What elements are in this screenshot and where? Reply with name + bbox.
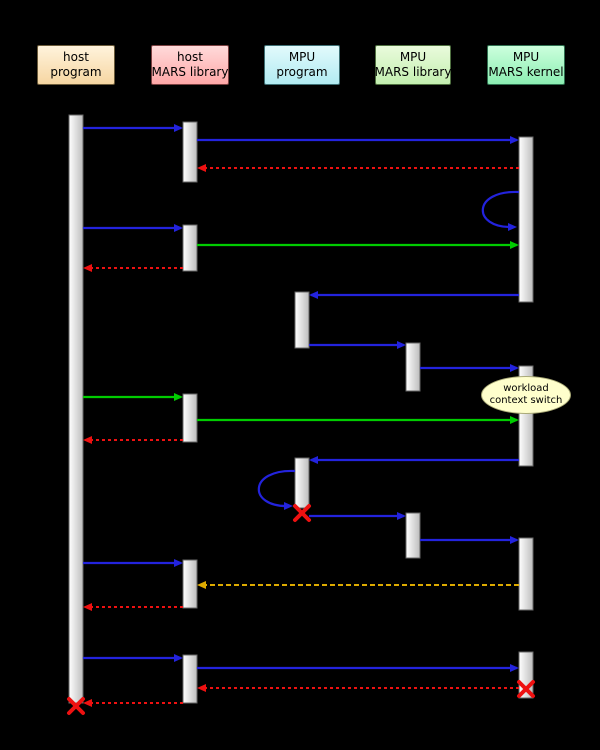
messages-layer [83, 124, 520, 707]
termination-cross-mpu-mars-kernel [517, 680, 535, 698]
participant-label: MPU [399, 50, 427, 64]
note-workload-context-switch: workload context switch [481, 376, 571, 414]
message-arrowhead-mpu-mars-kernel [510, 416, 519, 424]
participant-label: program [276, 65, 328, 79]
message-arrowhead-host-program [83, 264, 92, 272]
message-arrowhead-host-mars-library [174, 559, 183, 567]
participant-label: MPU [288, 50, 316, 64]
termination-marks-layer [67, 504, 535, 715]
message-arrowhead-mpu-mars-kernel [510, 136, 519, 144]
termination-cross-host-program [67, 697, 85, 715]
participant-label: program [50, 65, 102, 79]
note-label: context switch [489, 395, 563, 406]
participant-mpu-mars-library: MPU MARS library [375, 45, 451, 85]
message-arrowhead-host-mars-library [174, 393, 183, 401]
message-arrowhead-mpu-mars-kernel [510, 664, 519, 672]
participant-host-program: host program [37, 45, 115, 85]
activation-bar-host-mars-library [182, 654, 198, 704]
message-arrowhead-mpu-mars-library [397, 341, 406, 349]
activation-bar-mpu-mars-library [405, 342, 421, 392]
activation-bar-mpu-mars-library [405, 512, 421, 559]
note-label: workload [503, 383, 549, 394]
message-arrowhead-mpu-program [309, 456, 318, 464]
message-arrowhead-mpu-mars-library [397, 512, 406, 520]
participant-mpu-mars-kernel: MPU MARS kernel [487, 45, 565, 85]
message-arrowhead-mpu-program [309, 291, 318, 299]
participant-label: host [63, 50, 89, 64]
message-arrowhead-host-mars-library [174, 224, 183, 232]
message-arrowhead-host-mars-library [197, 164, 206, 172]
participant-label: MPU [512, 50, 540, 64]
activation-bar-host-mars-library [182, 393, 198, 443]
message-arrowhead-host-mars-library [197, 684, 206, 692]
activation-bar-mpu-mars-kernel [518, 537, 534, 611]
participant-mpu-program: MPU program [264, 45, 340, 85]
participant-label: host [177, 50, 203, 64]
activation-bar-host-program [68, 114, 84, 704]
participant-label: MARS library [374, 65, 452, 79]
activation-bars-layer [68, 114, 534, 704]
activation-bar-mpu-program [294, 291, 310, 349]
self-call-arrowhead-mpu-program [284, 502, 293, 510]
message-arrowhead-mpu-mars-kernel [510, 364, 519, 372]
message-arrowhead-host-mars-library [174, 124, 183, 132]
message-arrowhead-host-mars-library [174, 654, 183, 662]
message-arrowhead-host-program [83, 699, 92, 707]
participant-label: MARS kernel [488, 65, 564, 79]
participant-label: MARS library [151, 65, 229, 79]
participant-host-mars-library: host MARS library [151, 45, 229, 85]
activation-bar-host-mars-library [182, 559, 198, 609]
message-arrowhead-host-mars-library [197, 581, 206, 589]
message-arrowhead-mpu-mars-kernel [510, 536, 519, 544]
activation-bar-host-mars-library [182, 121, 198, 183]
activation-bar-host-mars-library [182, 224, 198, 272]
activation-bar-mpu-program [294, 457, 310, 509]
self-call-loop-mpu-mars-kernel [481, 190, 520, 229]
message-arrowhead-mpu-mars-kernel [510, 241, 519, 249]
message-arrowhead-host-program [83, 436, 92, 444]
self-call-loop-mpu-program [257, 469, 296, 508]
message-arrowhead-host-program [83, 603, 92, 611]
self-call-arrowhead-mpu-mars-kernel [508, 223, 517, 231]
activation-bar-mpu-mars-kernel [518, 136, 534, 303]
termination-cross-mpu-program [293, 504, 311, 522]
